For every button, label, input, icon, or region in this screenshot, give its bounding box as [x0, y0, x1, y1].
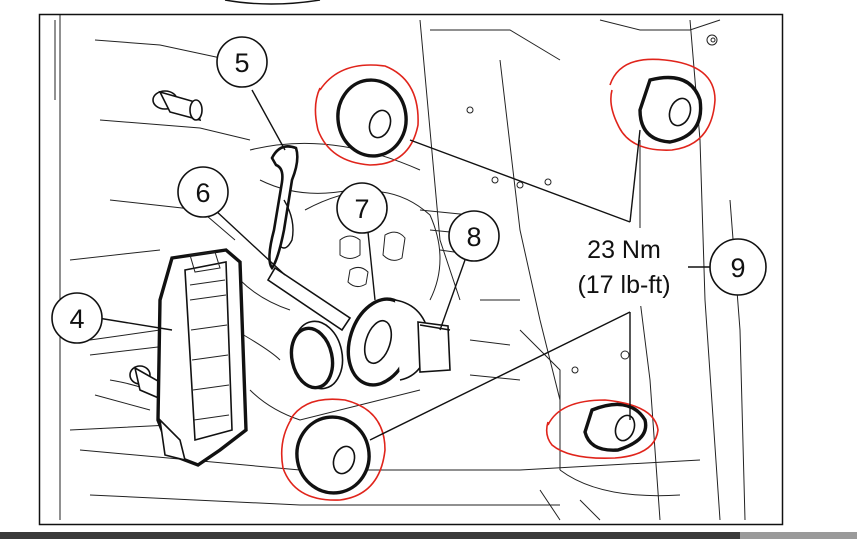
- red-annotations: [280, 58, 716, 501]
- callout-9: 9: [709, 238, 767, 296]
- footer-bar: [0, 532, 857, 539]
- cropped-top-curve: [224, 0, 321, 5]
- callout-9-label: 9: [730, 253, 745, 283]
- callout-7: 7: [336, 182, 388, 234]
- leader-lines: [97, 89, 710, 441]
- callout-5: 5: [216, 36, 268, 88]
- red-circle-upper-right: [609, 58, 716, 151]
- red-circle-lower-left: [280, 398, 386, 501]
- bolt-upper-right: [638, 75, 703, 144]
- footer-bar-highlight: [740, 532, 857, 539]
- red-circle-upper-center: [314, 64, 419, 166]
- component-4-module: [156, 248, 248, 467]
- bolt-upper-center: [336, 78, 408, 158]
- torque-spec-metric: 23 Nm: [587, 236, 661, 264]
- bolt-lower-left: [295, 415, 371, 495]
- callout-6: 6: [177, 166, 229, 218]
- component-7-washer: [346, 297, 431, 387]
- callout-4: 4: [51, 292, 103, 344]
- callout-4-label: 4: [69, 304, 84, 334]
- component-6-shaft: [266, 266, 352, 390]
- torque-spec-imperial: (17 lb-ft): [577, 271, 670, 299]
- callout-8: 8: [448, 210, 500, 262]
- component-5-clip: [268, 145, 299, 271]
- torque-spec: 23 Nm (17 lb-ft): [560, 228, 688, 306]
- bolt-lower-right: [583, 402, 648, 452]
- callout-7-label: 7: [354, 194, 369, 224]
- callout-8-label: 8: [466, 222, 481, 252]
- callout-6-label: 6: [195, 178, 210, 208]
- callout-5-label: 5: [234, 48, 249, 78]
- component-8-bushing: [417, 321, 451, 373]
- red-circle-lower-right: [545, 399, 659, 460]
